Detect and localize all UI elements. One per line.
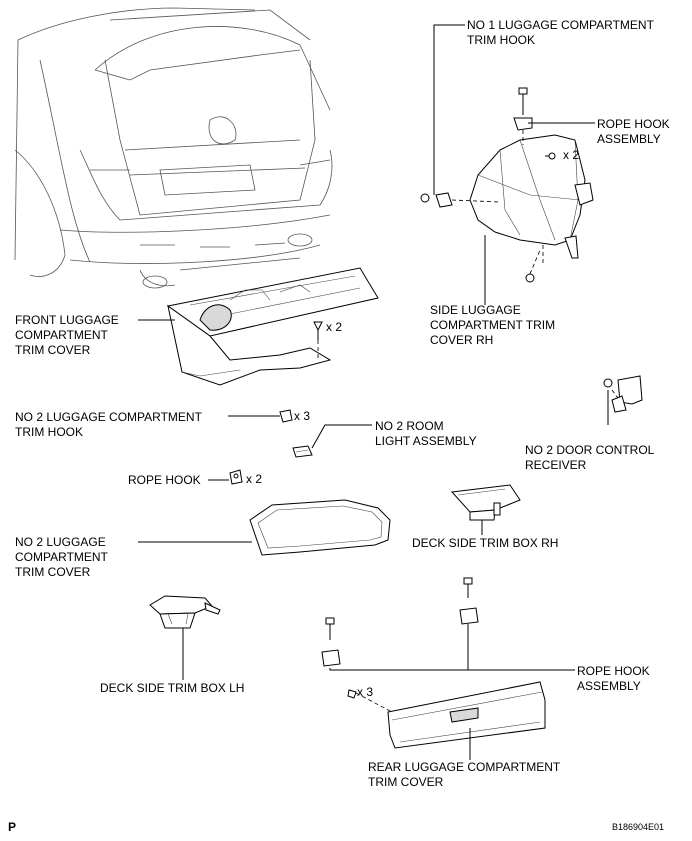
qty-rope-hook: x 2 (246, 472, 263, 486)
qty-rear-clip: x 3 (357, 685, 374, 699)
footer-figure-number: B186904E01 (612, 822, 665, 832)
label-rope-hook: ROPE HOOK (128, 473, 201, 487)
no2-room-light-part (292, 445, 313, 458)
side-trim-cover-rh-part (469, 134, 594, 259)
no2-trim-hook-part (279, 409, 293, 423)
front-trim-cover-part (166, 267, 379, 386)
side-trim-nut-bottom (525, 245, 544, 283)
no2-trim-cover-part (249, 499, 391, 556)
no1-trim-hook-part (420, 192, 501, 208)
front-trim-clip (313, 321, 323, 360)
rope-hook-part (229, 469, 243, 485)
deck-box-lh-part (149, 595, 221, 629)
rear-trim-cover-part (347, 681, 546, 749)
label-deck-box-lh: DECK SIDE TRIM BOX LH (100, 681, 245, 695)
leader-lines (138, 24, 609, 760)
no2-door-receiver-part (603, 375, 643, 413)
side-trim-clip-top (545, 152, 556, 160)
deck-box-rh-part (450, 484, 521, 521)
footer-code-left: P (8, 820, 17, 834)
rope-hook-assembly-top-part (513, 87, 533, 145)
rope-hook-assembly-bottom-part (321, 577, 479, 667)
label-deck-box-rh: DECK SIDE TRIM BOX RH (412, 536, 559, 550)
vehicle-illustration (14, 7, 333, 289)
qty-front-clip: x 2 (326, 320, 343, 334)
qty-no2-hook: x 3 (294, 409, 311, 423)
qty-side-clip: x 2 (563, 148, 580, 162)
